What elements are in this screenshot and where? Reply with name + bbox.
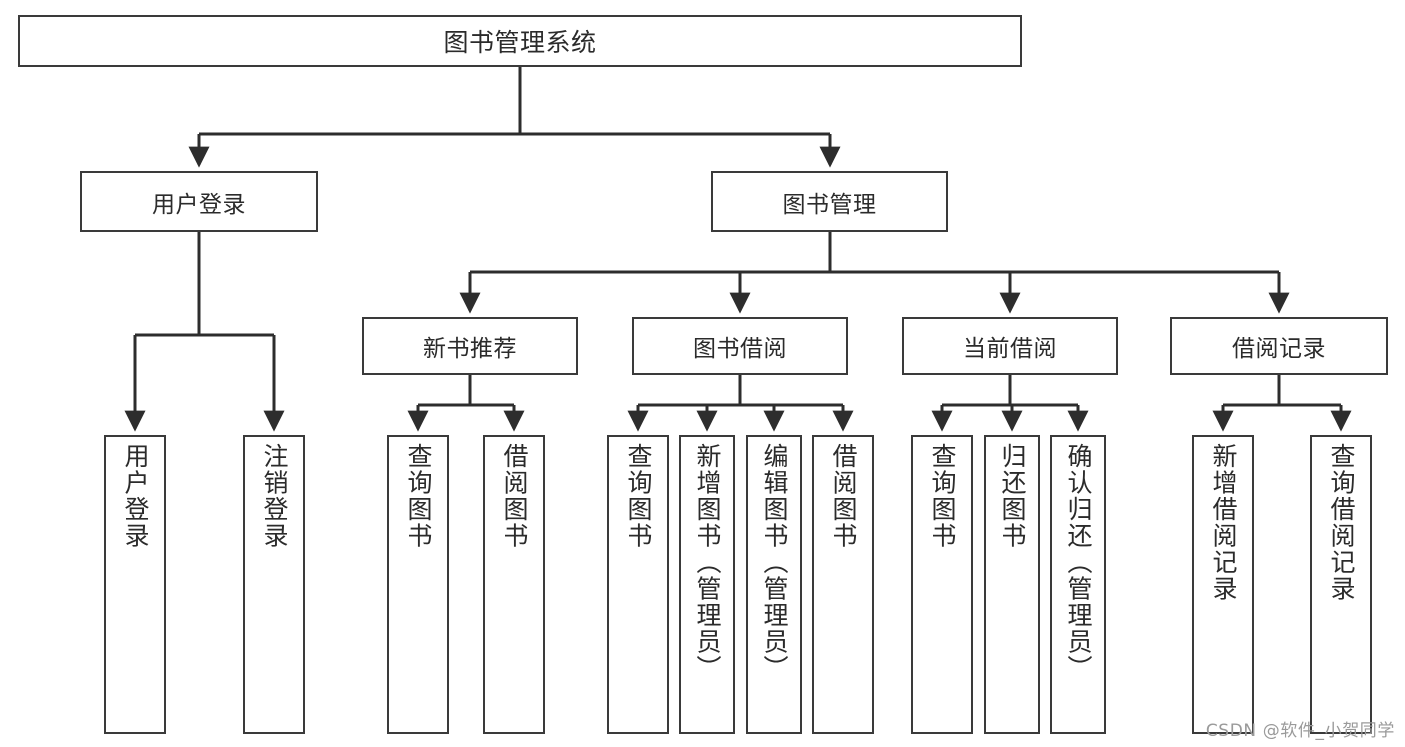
leaf-return-books[interactable]: 归还图书 — [984, 435, 1040, 734]
leaf-edit-book-admin[interactable]: 编辑图书（管理员） — [746, 435, 802, 734]
node-borrow-records-label: 借阅记录 — [1232, 336, 1326, 362]
leaf-query-books-new[interactable]: 查询图书 — [387, 435, 449, 734]
leaf-borrow-books-new-label: 借阅图书 — [500, 443, 529, 549]
leaf-user-login[interactable]: 用户登录 — [104, 435, 166, 734]
leaf-add-book-admin-label: 新增图书（管理员） — [693, 443, 722, 682]
node-book-borrow-label: 图书借阅 — [693, 336, 787, 362]
leaf-query-books-current[interactable]: 查询图书 — [911, 435, 973, 734]
leaf-query-borrow-record[interactable]: 查询借阅记录 — [1310, 435, 1372, 734]
leaf-edit-book-admin-label: 编辑图书（管理员） — [760, 443, 789, 682]
leaf-borrow-books-new[interactable]: 借阅图书 — [483, 435, 545, 734]
node-borrow-records[interactable]: 借阅记录 — [1170, 317, 1388, 375]
node-root-system[interactable]: 图书管理系统 — [18, 15, 1022, 67]
node-new-book-recommend-label: 新书推荐 — [423, 336, 517, 362]
node-book-management-label: 图书管理 — [782, 191, 877, 218]
node-book-borrow[interactable]: 图书借阅 — [632, 317, 848, 375]
leaf-query-books-new-label: 查询图书 — [404, 443, 433, 549]
leaf-query-books-current-label: 查询图书 — [928, 443, 957, 549]
node-user-login[interactable]: 用户登录 — [80, 171, 318, 232]
node-book-management[interactable]: 图书管理 — [711, 171, 948, 232]
leaf-add-borrow-record[interactable]: 新增借阅记录 — [1192, 435, 1254, 734]
watermark-text: CSDN @软件_小贺同学 — [1205, 721, 1395, 741]
node-current-borrow-label: 当前借阅 — [963, 336, 1057, 362]
leaf-query-books-borrow-label: 查询图书 — [624, 443, 653, 549]
leaf-confirm-return-admin-label: 确认归还（管理员） — [1064, 443, 1093, 682]
leaf-logout[interactable]: 注销登录 — [243, 435, 305, 734]
leaf-add-borrow-record-label: 新增借阅记录 — [1209, 443, 1238, 602]
leaf-return-books-label: 归还图书 — [998, 443, 1027, 549]
leaf-logout-label: 注销登录 — [260, 443, 289, 549]
node-new-book-recommend[interactable]: 新书推荐 — [362, 317, 578, 375]
node-root-system-label: 图书管理系统 — [443, 28, 597, 57]
leaf-query-books-borrow[interactable]: 查询图书 — [607, 435, 669, 734]
node-current-borrow[interactable]: 当前借阅 — [902, 317, 1118, 375]
leaf-user-login-label: 用户登录 — [121, 443, 150, 549]
leaf-lend-books-label: 借阅图书 — [829, 443, 858, 549]
leaf-query-borrow-record-label: 查询借阅记录 — [1327, 443, 1356, 602]
leaf-add-book-admin[interactable]: 新增图书（管理员） — [679, 435, 735, 734]
leaf-lend-books[interactable]: 借阅图书 — [812, 435, 874, 734]
leaf-confirm-return-admin[interactable]: 确认归还（管理员） — [1050, 435, 1106, 734]
node-user-login-label: 用户登录 — [152, 191, 246, 218]
